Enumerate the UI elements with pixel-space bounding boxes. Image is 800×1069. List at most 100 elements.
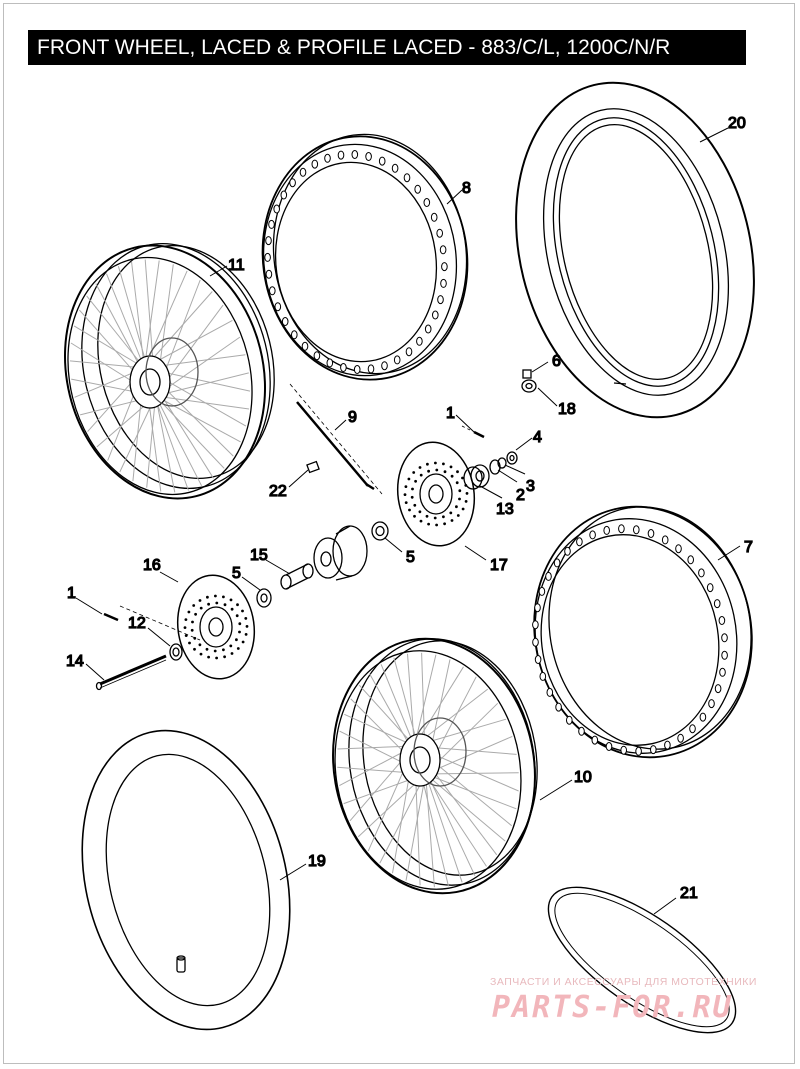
part-hub[interactable] (313, 525, 368, 581)
rim-hole (706, 583, 714, 593)
part-1-disc-bolt-upper[interactable] (461, 425, 485, 439)
part-22-nipple[interactable] (306, 460, 320, 474)
part-9-spoke[interactable] (289, 383, 383, 495)
spoke-line (69, 360, 145, 369)
spoke-line (143, 260, 160, 369)
rim-hole (281, 317, 289, 326)
disc-hole (187, 610, 191, 614)
part-20-tire[interactable] (482, 57, 787, 443)
part-16-brake-disc[interactable] (171, 570, 261, 684)
callout-7: 7 (744, 539, 753, 556)
rim-hole (689, 724, 696, 734)
part-8-rim[interactable] (247, 122, 483, 393)
rim-hole (324, 153, 331, 163)
part-14-axle[interactable] (95, 654, 167, 691)
spoke-line (425, 773, 435, 888)
disc-hole (238, 630, 241, 634)
spoke-line (155, 395, 241, 443)
rim-hole (430, 212, 438, 222)
part-1-disc-bolt-lower[interactable] (103, 605, 201, 641)
callout-14: 14 (66, 653, 84, 670)
spoke-line (155, 395, 250, 410)
callout-2: 2 (516, 487, 525, 504)
part-5-bearing-upper[interactable] (371, 521, 389, 541)
disc-hole (458, 497, 461, 501)
rim-hole (721, 633, 728, 643)
page-frame (3, 3, 795, 1064)
rim-hole (436, 228, 444, 238)
spoke-line (155, 395, 225, 469)
part-7-rim[interactable] (511, 486, 775, 777)
disc-hole (183, 626, 187, 629)
disc-hole (207, 655, 211, 659)
rim-hole (603, 525, 611, 535)
rim-hole (367, 364, 375, 374)
rim-hole (633, 525, 640, 535)
spoke-line (405, 773, 427, 881)
rim-hole (311, 159, 319, 169)
part-12-seal[interactable] (169, 643, 183, 661)
rim-hole (381, 361, 388, 371)
part-15-axle-spacer[interactable] (280, 563, 314, 590)
spoke-line (425, 773, 506, 842)
rim-hole (553, 558, 561, 568)
rim-hole (534, 655, 542, 664)
part-10-laced-wheel[interactable] (313, 623, 555, 910)
disc-hole (465, 492, 469, 495)
rim-hole (326, 358, 334, 368)
disc-hole (229, 644, 233, 648)
rim-hole (424, 324, 432, 334)
rim-hole (393, 355, 401, 365)
disc-hole (236, 603, 239, 607)
part-21-rim-strip[interactable] (527, 861, 758, 1059)
spoke-line (425, 772, 519, 775)
disc-hole (450, 519, 454, 522)
disc-hole (214, 594, 217, 598)
part-19-inner-tube[interactable] (52, 708, 320, 1051)
callout-leaders (75, 127, 741, 915)
part-6-valve-cap[interactable] (522, 369, 532, 379)
callout-5-upper: 5 (406, 549, 415, 566)
rim-hole (721, 650, 728, 660)
part-18-valve-nut[interactable] (521, 379, 537, 393)
disc-hole (215, 656, 219, 660)
spoke-line (146, 395, 157, 488)
spoke-line (425, 773, 487, 867)
spoke-line (337, 745, 415, 750)
spoke-line (344, 713, 415, 747)
disc-hole (235, 638, 238, 642)
disc-hole (241, 609, 244, 613)
watermark-logo: PARTS-FOR.RU (492, 990, 733, 1025)
rim-hole (589, 530, 596, 540)
part-13-bearing-spacer[interactable] (463, 464, 490, 490)
callout-3: 3 (526, 478, 535, 495)
rim-hole (635, 746, 642, 756)
rim-hole (291, 330, 298, 340)
rim-hole (423, 198, 431, 207)
callout-1-upper: 1 (446, 405, 455, 422)
disc-hole (206, 595, 209, 599)
part-11-laced-wheel[interactable] (39, 223, 298, 519)
disc-hole (418, 466, 422, 469)
callout-9: 9 (348, 409, 357, 426)
rim-hole (545, 571, 552, 581)
disc-hole (238, 622, 242, 626)
page-title: FRONT WHEEL, LACED & PROFILE LACED - 883… (28, 30, 746, 65)
part-17-brake-disc[interactable] (391, 437, 481, 551)
disc-hole (184, 618, 188, 621)
part-5-bearing-lower[interactable] (256, 588, 272, 608)
spoke-line (106, 273, 145, 369)
disc-hole (194, 612, 198, 616)
rim-hole (578, 726, 585, 736)
part-4-axle-nut[interactable] (506, 451, 518, 465)
disc-hole (442, 515, 445, 519)
disc-hole (213, 649, 217, 653)
disc-hole (404, 485, 408, 488)
disc-hole (229, 598, 233, 602)
callout-6: 6 (552, 353, 561, 370)
callout-16: 16 (143, 557, 161, 574)
rim-hole (269, 286, 276, 296)
part-3-nut[interactable] (497, 457, 507, 469)
rim-hole (539, 671, 547, 681)
rim-hole (650, 745, 657, 755)
